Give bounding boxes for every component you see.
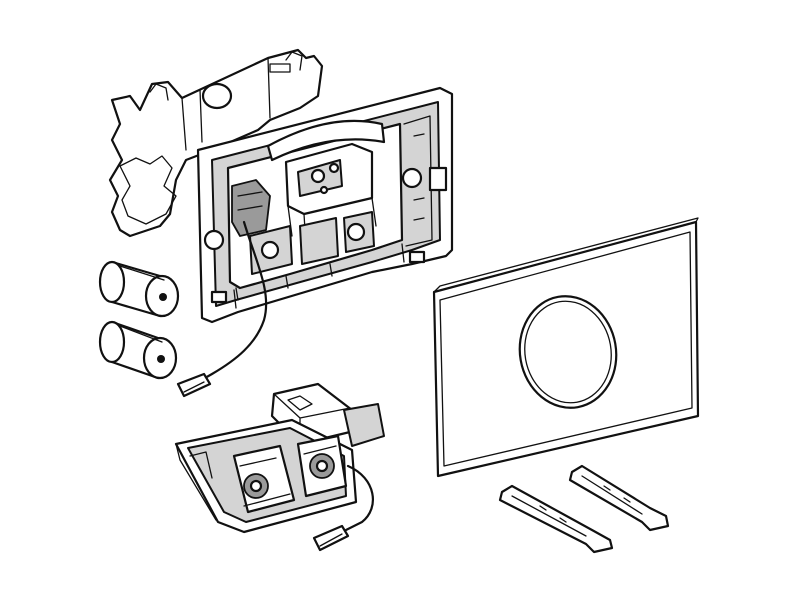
battery-top bbox=[98, 260, 180, 318]
cover-plate bbox=[432, 217, 700, 478]
mounting-frame bbox=[196, 86, 454, 324]
power-cable bbox=[176, 220, 268, 398]
pin-right bbox=[568, 464, 670, 532]
valve-module bbox=[174, 382, 385, 534]
protective-cover bbox=[108, 48, 324, 238]
battery-bottom bbox=[98, 320, 178, 380]
pin-left bbox=[498, 484, 614, 554]
valve-cable bbox=[312, 464, 375, 552]
sensor-ring bbox=[518, 295, 618, 409]
